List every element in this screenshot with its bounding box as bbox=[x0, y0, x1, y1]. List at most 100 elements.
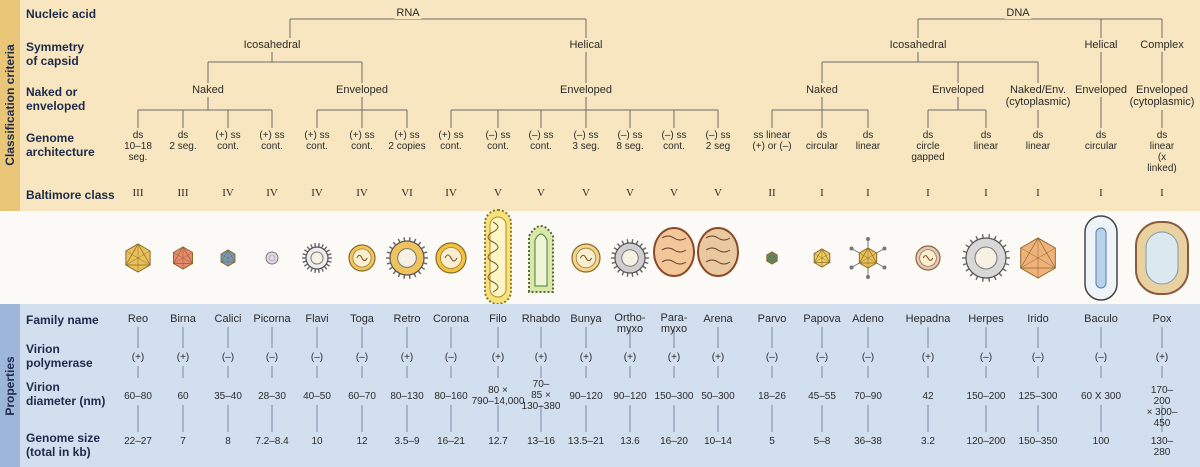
baltimore-class-cell: I bbox=[820, 187, 824, 199]
genome-architecture-cell: (–) ss 2 seg bbox=[705, 130, 731, 152]
genome-size-cell: 8 bbox=[225, 436, 231, 447]
virion-drawing-reo bbox=[125, 243, 151, 273]
polymerase-cell: (–) bbox=[815, 352, 829, 363]
node-dna-ico-enveloped: Enveloped bbox=[930, 84, 986, 96]
virion-drawing-birna bbox=[172, 246, 194, 270]
virion-drawing-corona bbox=[435, 242, 467, 274]
baltimore-class-cell: V bbox=[714, 187, 722, 199]
diameter-cell: 80 × 790–14,000 bbox=[471, 385, 525, 407]
row-label-genome-size: Genome size (total in kb) bbox=[26, 431, 101, 459]
baltimore-class-cell: V bbox=[494, 187, 502, 199]
family-name-cell: Para- myxo bbox=[660, 312, 688, 335]
family-name-cell: Reo bbox=[127, 313, 149, 325]
polymerase-cell: (–) bbox=[1094, 352, 1108, 363]
genome-architecture-cell: (+) ss cont. bbox=[438, 130, 464, 152]
baltimore-class-cell: I bbox=[1036, 187, 1040, 199]
baltimore-class-cell: IV bbox=[222, 187, 234, 199]
polymerase-cell: (–) bbox=[979, 352, 993, 363]
diameter-cell: 18–26 bbox=[758, 391, 786, 402]
genome-architecture-cell: ss linear (+) or (–) bbox=[752, 130, 792, 152]
classification-sidebar: Classification criteria bbox=[0, 0, 20, 211]
polymerase-cell: (+) bbox=[176, 352, 190, 363]
baltimore-class-cell: I bbox=[926, 187, 930, 199]
genome-architecture-cell: (+) ss cont. bbox=[349, 130, 375, 152]
family-name-cell: Bunya bbox=[570, 313, 602, 325]
diameter-cell: 60 bbox=[177, 391, 189, 402]
family-name-cell: Toga bbox=[350, 313, 374, 325]
genome-architecture-cell: ds 10–18 seg. bbox=[124, 130, 152, 163]
family-name-cell: Retro bbox=[393, 313, 421, 325]
diameter-cell: 40–50 bbox=[303, 391, 331, 402]
virion-drawing-retro bbox=[386, 237, 428, 279]
properties-band bbox=[0, 304, 1200, 467]
virion-drawing-arena bbox=[697, 227, 739, 277]
classification-tree-lines bbox=[137, 18, 1163, 128]
row-label-family-name: Family name bbox=[26, 313, 99, 327]
baltimore-class-cell: I bbox=[1099, 187, 1103, 199]
baltimore-class-cell: IV bbox=[445, 187, 457, 199]
genome-size-cell: 100 bbox=[1092, 436, 1110, 447]
genome-architecture-cell: (–) ss cont. bbox=[528, 130, 554, 152]
baltimore-class-cell: IV bbox=[266, 187, 278, 199]
diameter-cell: 90–120 bbox=[569, 391, 603, 402]
virion-drawing-orthomyxo bbox=[611, 239, 649, 277]
row-label-virion-polymerase: Virion polymerase bbox=[26, 342, 93, 370]
genome-size-cell: 3.5–9 bbox=[394, 436, 420, 447]
polymerase-cell: (–) bbox=[265, 352, 279, 363]
polymerase-cell: (–) bbox=[444, 352, 458, 363]
baltimore-class-cell: IV bbox=[311, 187, 323, 199]
row-label-nucleic-acid: Nucleic acid bbox=[26, 7, 97, 21]
diameter-cell: 60–80 bbox=[124, 391, 152, 402]
family-name-cell: Hepadna bbox=[905, 313, 951, 325]
diameter-cell: 60–70 bbox=[348, 391, 376, 402]
genome-size-cell: 5–8 bbox=[813, 436, 831, 447]
baltimore-class-cell: V bbox=[670, 187, 678, 199]
node-rna-ico-enveloped: Enveloped bbox=[334, 84, 390, 96]
genome-size-cell: 10–14 bbox=[704, 436, 732, 447]
node-rna-ico-naked: Naked bbox=[190, 84, 226, 96]
genome-size-cell: 36–38 bbox=[854, 436, 882, 447]
baltimore-class-cell: III bbox=[132, 187, 144, 199]
family-name-cell: Herpes bbox=[968, 313, 1004, 325]
polymerase-cell: (+) bbox=[534, 352, 548, 363]
family-name-cell: Papova bbox=[803, 313, 841, 325]
genome-architecture-cell: (–) ss 8 seg. bbox=[616, 130, 644, 152]
diameter-cell: 80–130 bbox=[390, 391, 424, 402]
polymerase-cell: (+) bbox=[623, 352, 637, 363]
genome-architecture-cell: (–) ss 3 seg. bbox=[572, 130, 600, 152]
node-rna: RNA bbox=[394, 7, 422, 19]
polymerase-cell: (+) bbox=[921, 352, 935, 363]
family-name-cell: Calici bbox=[214, 313, 242, 325]
baltimore-class-cell: III bbox=[177, 187, 189, 199]
row-label-virion-diameter: Virion diameter (nm) bbox=[26, 380, 106, 408]
virion-drawing-toga bbox=[348, 244, 376, 272]
diameter-cell: 150–200 bbox=[966, 391, 1006, 402]
diameter-cell: 90–120 bbox=[613, 391, 647, 402]
node-dna: DNA bbox=[1004, 7, 1032, 19]
diameter-cell: 70–90 bbox=[854, 391, 882, 402]
diameter-cell: 70– 85 × 130–380 bbox=[521, 379, 561, 412]
virion-drawing-irido bbox=[1020, 237, 1056, 279]
polymerase-cell: (–) bbox=[310, 352, 324, 363]
node-dna-complex: Complex bbox=[1138, 39, 1186, 51]
virion-drawings bbox=[125, 209, 1189, 304]
polymerase-cell: (+) bbox=[667, 352, 681, 363]
row-label-genome-architecture: Genome architecture bbox=[26, 131, 95, 159]
genome-architecture-cell: ds circular bbox=[1084, 130, 1118, 152]
diameter-cell: 35–40 bbox=[214, 391, 242, 402]
virion-drawing-picorna bbox=[265, 251, 279, 265]
genome-architecture-cell: (–) ss cont. bbox=[661, 130, 687, 152]
diameter-cell: 50–300 bbox=[701, 391, 735, 402]
virion-drawing-filo bbox=[484, 209, 512, 304]
genome-size-cell: 13.6 bbox=[620, 436, 640, 447]
genome-architecture-cell: (–) ss cont. bbox=[485, 130, 511, 152]
node-dna-ico-naked: Naked bbox=[804, 84, 840, 96]
row-label-baltimore-class: Baltimore class bbox=[26, 188, 115, 202]
node-dna-ico-naked-env-cytoplasmic: Naked/Env. (cytoplasmic) bbox=[1003, 84, 1073, 108]
virion-drawing-baculo bbox=[1084, 215, 1118, 301]
genome-size-cell: 12.7 bbox=[488, 436, 508, 447]
row-label-naked-enveloped: Naked or enveloped bbox=[26, 85, 86, 113]
genome-architecture-cell: (+) ss cont. bbox=[215, 130, 241, 152]
